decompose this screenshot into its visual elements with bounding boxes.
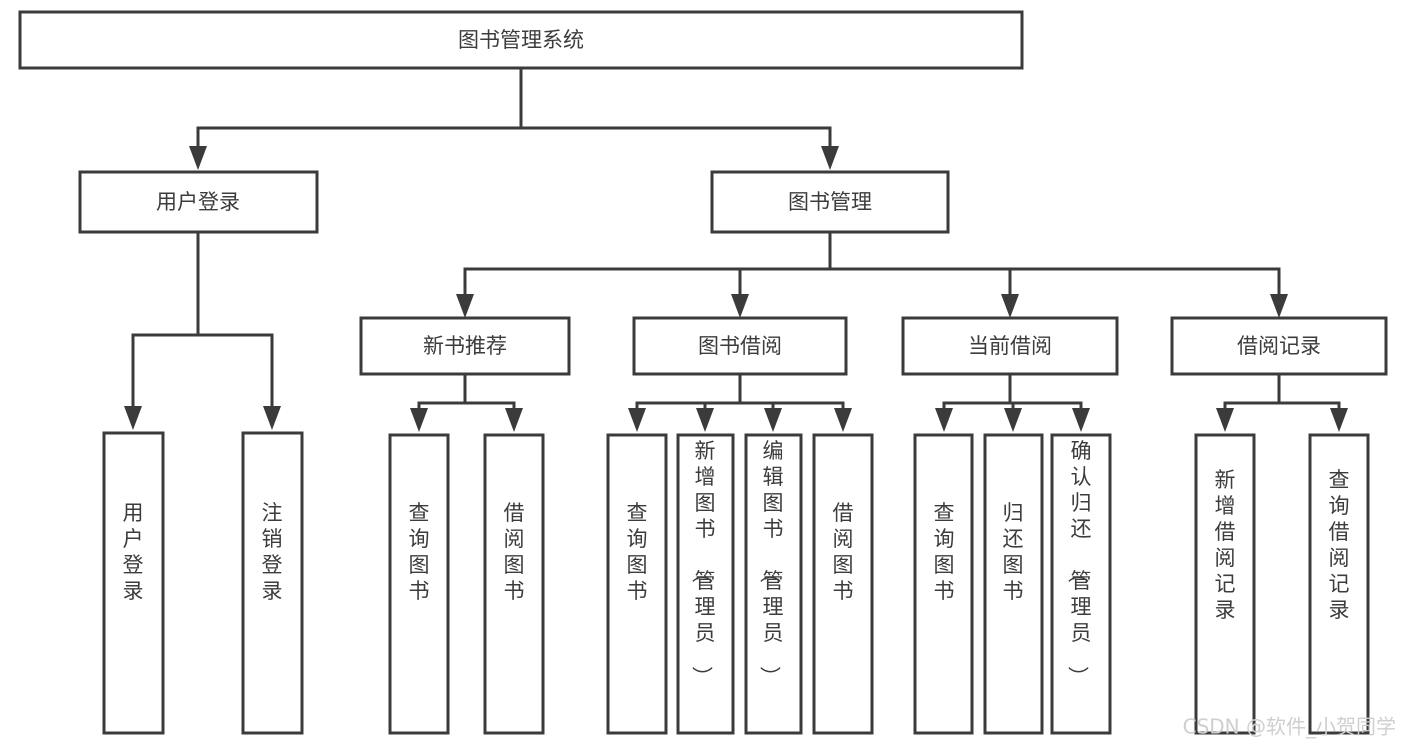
arrow-head-book-management	[821, 146, 839, 170]
node-book-management[interactable]: 图书管理	[710, 170, 950, 234]
leaf-borrow-book-2[interactable]: 借阅图书	[812, 433, 874, 735]
node-user-login[interactable]: 用户登录	[78, 170, 319, 234]
connector-group-user-login	[124, 230, 281, 430]
arrow-head-leaf-logout-login	[263, 406, 281, 430]
arrow-head-leaf-user-login	[124, 406, 142, 430]
leaf-return-book-box[interactable]	[983, 433, 1044, 735]
leaf-query-borrow-record-label: 查询借阅记录	[1329, 468, 1350, 622]
leaf-return-book[interactable]: 归还图书	[983, 433, 1044, 735]
watermark-label: CSDN @软件_小贺同学	[1183, 715, 1396, 739]
arrow-head-leaf-query-book-1	[410, 408, 428, 432]
node-new-book-recommend[interactable]: 新书推荐	[359, 316, 571, 376]
leaf-add-borrow-record[interactable]: 新增借阅记录	[1194, 433, 1256, 735]
leaf-logout-login-box[interactable]	[241, 431, 304, 735]
connector-group-borrow-record	[1216, 372, 1348, 432]
leaf-add-book[interactable]: 新增图书（管理员）	[676, 433, 735, 735]
leaf-user-login-label: 用户登录	[123, 501, 144, 603]
leaf-add-book-box[interactable]	[676, 433, 735, 735]
node-current-borrow-box[interactable]	[901, 316, 1119, 376]
arrow-head-leaf-query-book-3	[935, 408, 953, 432]
arrow-head-current-borrow	[1001, 294, 1019, 318]
connector-group-current-borrow	[935, 372, 1090, 432]
leaf-confirm-return[interactable]: 确认归还（管理员）	[1050, 433, 1112, 735]
leaf-borrow-book-2-label: 借阅图书	[833, 501, 854, 603]
leaf-borrow-book-1-label: 借阅图书	[504, 501, 525, 603]
node-book-borrow[interactable]: 图书借阅	[632, 316, 848, 376]
connector-group-book-borrow	[628, 372, 852, 432]
node-user-login-box[interactable]	[78, 170, 319, 234]
leaf-user-login-box[interactable]	[102, 431, 165, 735]
leaf-query-book-1[interactable]: 查询图书	[388, 433, 450, 735]
node-book-borrow-label: 图书借阅	[698, 334, 782, 358]
leaf-query-book-2-label: 查询图书	[627, 501, 648, 603]
leaf-add-book-label: 新增图书（管理员）	[690, 439, 716, 687]
connector-group-root	[189, 66, 839, 170]
arrow-head-leaf-borrow-book-1	[505, 408, 523, 432]
arrow-head-leaf-edit-book	[764, 408, 782, 432]
leaf-query-borrow-record-box[interactable]	[1308, 433, 1370, 735]
node-user-login-label: 用户登录	[156, 190, 240, 214]
leaf-query-book-3-label: 查询图书	[934, 501, 955, 603]
leaf-query-book-2-box[interactable]	[606, 433, 668, 735]
arrow-head-leaf-confirm-return	[1072, 408, 1090, 432]
leaf-logout-login-label: 注销登录	[262, 501, 283, 603]
leaf-edit-book-label: 编辑图书（管理员）	[758, 439, 784, 687]
leaf-query-book-1-box[interactable]	[388, 433, 450, 735]
leaf-query-book-3-box[interactable]	[913, 433, 974, 735]
arrow-head-leaf-query-book-2	[628, 408, 646, 432]
leaf-add-borrow-record-box[interactable]	[1194, 433, 1256, 735]
node-current-borrow-label: 当前借阅	[968, 334, 1052, 358]
arrow-head-new-book-recommend	[456, 294, 474, 318]
leaf-user-login[interactable]: 用户登录	[102, 431, 165, 735]
arrow-head-book-borrow	[731, 294, 749, 318]
connector-group-new-book-recommend	[410, 372, 523, 432]
leaf-query-book-2[interactable]: 查询图书	[606, 433, 668, 735]
arrow-head-leaf-add-book	[696, 408, 714, 432]
leaf-edit-book-box[interactable]	[744, 433, 803, 735]
node-root[interactable]: 图书管理系统	[18, 10, 1024, 70]
node-current-borrow[interactable]: 当前借阅	[901, 316, 1119, 376]
leaf-edit-book[interactable]: 编辑图书（管理员）	[744, 433, 803, 735]
node-new-book-recommend-box[interactable]	[359, 316, 571, 376]
leaf-return-book-label: 归还图书	[1003, 501, 1024, 603]
arrow-head-leaf-query-borrow-record	[1330, 408, 1348, 432]
leaf-borrow-book-1-box[interactable]	[483, 433, 545, 735]
node-book-management-label: 图书管理	[788, 190, 872, 214]
leaf-confirm-return-box[interactable]	[1050, 433, 1112, 735]
arrow-head-user-login	[189, 146, 207, 170]
leaf-borrow-book-1[interactable]: 借阅图书	[483, 433, 545, 735]
leaf-query-book-1-label: 查询图书	[409, 501, 430, 603]
leaf-add-borrow-record-label: 新增借阅记录	[1215, 468, 1236, 622]
leaf-logout-login[interactable]: 注销登录	[241, 431, 304, 735]
node-root-box[interactable]	[18, 10, 1024, 70]
node-borrow-record-label: 借阅记录	[1237, 334, 1321, 358]
arrow-head-borrow-record	[1270, 294, 1288, 318]
node-borrow-record-box[interactable]	[1170, 316, 1388, 376]
arrow-head-leaf-add-borrow-record	[1216, 408, 1234, 432]
node-book-borrow-box[interactable]	[632, 316, 848, 376]
connector-group-book-management	[456, 230, 1288, 318]
node-book-management-box[interactable]	[710, 170, 950, 234]
leaf-query-book-3[interactable]: 查询图书	[913, 433, 974, 735]
leaf-confirm-return-label: 确认归还（管理员）	[1066, 439, 1092, 687]
leaf-query-borrow-record[interactable]: 查询借阅记录	[1308, 433, 1370, 735]
leaf-borrow-book-2-box[interactable]	[812, 433, 874, 735]
arrow-head-leaf-borrow-book-2	[834, 408, 852, 432]
node-new-book-recommend-label: 新书推荐	[423, 334, 507, 358]
node-root-label: 图书管理系统	[458, 28, 584, 52]
node-borrow-record[interactable]: 借阅记录	[1170, 316, 1388, 376]
arrow-head-leaf-return-book	[1004, 408, 1022, 432]
